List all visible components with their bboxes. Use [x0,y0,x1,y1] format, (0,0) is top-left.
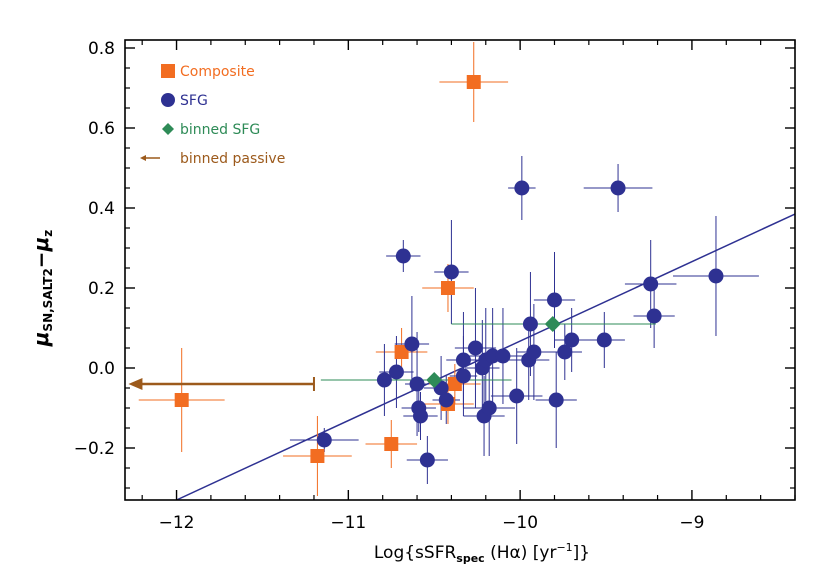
sfg-point [509,388,525,404]
x-tick-label: −10 [502,513,538,533]
plot-frame [124,39,796,501]
y-tick-label: 0.8 [88,39,115,59]
sfg-point [455,352,471,368]
x-tick-label: −12 [159,513,195,533]
y-axis-title-mu: μ [29,332,53,348]
composite-point [174,393,189,407]
x-axis-title-main: Log{sSFR [374,543,457,563]
x-axis-title-rest: (Hα) [yr [485,543,557,563]
x-axis-title-tail: ]} [573,543,590,563]
y-axis-title-mu2: μ [29,237,53,253]
legend-label: Composite [180,64,255,80]
y-axis-title: μSN,SALT2−μz [29,230,55,348]
sfg-point [557,344,573,360]
legend-arrow-icon [140,155,146,161]
composite-point [466,75,481,89]
plot-data [128,42,795,500]
sfg-point [443,264,459,280]
sfg-point [564,332,580,348]
sfg-point [438,392,454,408]
composite-point [394,345,409,359]
x-tick-label: −9 [679,513,704,533]
sfg-point [409,376,425,392]
composite-point [310,449,325,463]
ticks-layer: −12 −11 −10 −9 −0.2 0.0 0.2 0.4 0.6 0.8 [74,39,796,533]
sfg-point [522,316,538,332]
y-tick-label: −0.2 [74,439,115,459]
y-axis-title-sub1: SN,SALT2 [41,268,55,331]
sfg-point [316,432,332,448]
sfg-point [388,364,404,380]
x-axis-title: Log{sSFRspec (Hα) [yr−1]} [374,541,590,565]
x-axis-title-sup: −1 [556,541,572,554]
sfg-point [546,292,562,308]
legend-diamond-icon [162,123,174,135]
binned-sfg-point [426,372,443,388]
markers-layer [128,75,724,468]
sfg-point [455,368,471,384]
y-axis-title-minus: − [29,251,53,268]
x-tick-label: −11 [330,513,366,533]
legend-label: binned passive [180,151,285,167]
sfg-point [495,348,511,364]
composite-point [440,281,455,295]
binned-passive-arrow-head [128,378,143,390]
binned-sfg-point [544,316,561,332]
sfg-point [526,344,542,360]
sfg-point [514,180,530,196]
y-tick-label: 0.0 [88,359,115,379]
sfg-point [485,348,501,364]
sfg-point [419,452,435,468]
sfg-point [596,332,612,348]
legend-square-icon [161,64,175,78]
y-tick-label: 0.2 [88,279,115,299]
sfg-point [643,276,659,292]
sfg-point [467,340,483,356]
legend-circle-icon [161,93,175,107]
sfg-point [412,408,428,424]
sfg-point [376,372,392,388]
y-tick-label: 0.6 [88,119,115,139]
sfg-point [404,336,420,352]
sfg-point [708,268,724,284]
x-axis-title-sub: spec [456,552,484,565]
y-tick-label: 0.4 [88,199,115,219]
sfg-point [646,308,662,324]
sfg-point [610,180,626,196]
legend-label: SFG [180,93,208,109]
sfg-point [548,392,564,408]
sfg-point [395,248,411,264]
sfg-point [481,400,497,416]
y-axis-title-sub2: z [41,230,55,237]
composite-point [384,437,399,451]
legend-label: binned SFG [180,122,260,138]
